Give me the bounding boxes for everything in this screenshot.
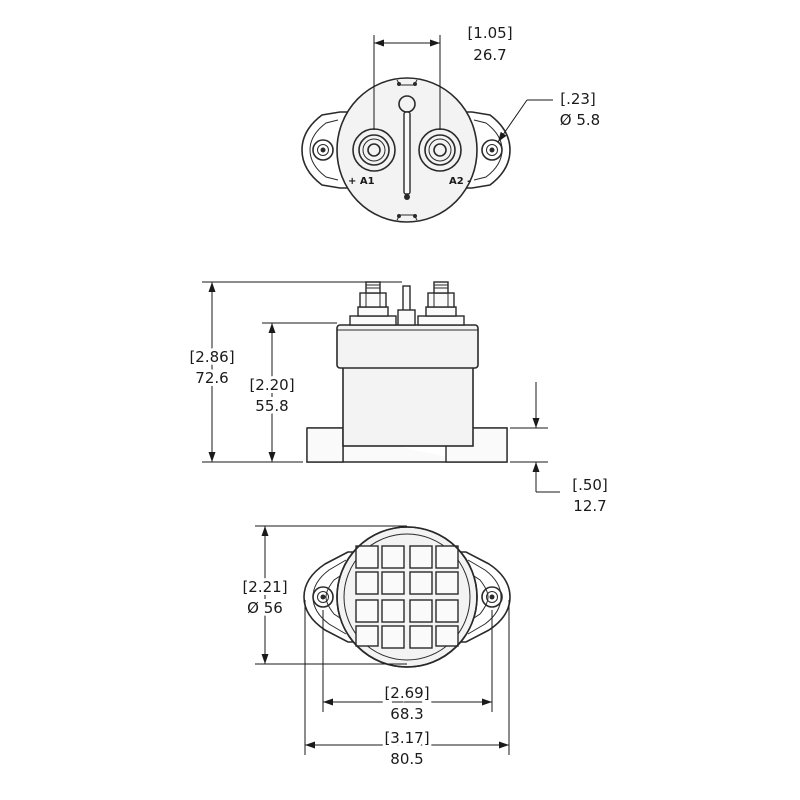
side-view-cap bbox=[336, 324, 479, 369]
hole-spacing-inch: [2.69] bbox=[384, 684, 429, 702]
top-right-mount-hole bbox=[481, 139, 503, 161]
dimension-terminal-spacing: [1.05] 26.7 bbox=[373, 24, 513, 130]
bottom-grid bbox=[355, 545, 459, 649]
dimension-overall-width: [3.17] 80.5 bbox=[304, 600, 510, 771]
body-height-mm: 55.8 bbox=[255, 397, 288, 415]
flange-height-inch: [.50] bbox=[572, 476, 608, 494]
mount-hole-mm: Ø 5.8 bbox=[560, 111, 600, 129]
overall-height-mm: 72.6 bbox=[195, 369, 228, 387]
dimension-mount-hole: [.23] Ø 5.8 bbox=[497, 90, 600, 143]
overall-width-mm: 80.5 bbox=[390, 750, 423, 768]
hole-spacing-mm: 68.3 bbox=[390, 705, 423, 723]
top-left-mount-hole bbox=[312, 139, 334, 161]
bottom-view-flange bbox=[303, 551, 511, 643]
terminal-label-a2: A2 - bbox=[449, 176, 471, 187]
terminal-spacing-mm: 26.7 bbox=[473, 46, 506, 64]
body-diameter-mm: Ø 56 bbox=[247, 599, 283, 617]
dimension-hole-spacing: [2.69] 68.3 bbox=[322, 610, 493, 726]
flange-height-mm: 12.7 bbox=[573, 497, 606, 515]
dimension-body-diameter: [2.21] Ø 56 bbox=[239, 525, 407, 665]
overall-width-inch: [3.17] bbox=[384, 729, 429, 747]
coil-tab bbox=[398, 95, 416, 200]
side-view-can bbox=[342, 365, 474, 447]
overall-height-inch: [2.86] bbox=[189, 348, 234, 366]
dimension-overall-height: [2.86] 72.6 bbox=[186, 281, 402, 463]
bottom-right-mount-hole bbox=[481, 586, 503, 608]
bottom-left-mount-hole bbox=[312, 586, 334, 608]
side-view: [2.86] 72.6 [2.20] 55.8 [.50] 12.7 bbox=[186, 281, 608, 515]
terminal-label-a1: + A1 bbox=[348, 176, 375, 187]
side-terminal-right bbox=[417, 281, 465, 326]
body-diameter-inch: [2.21] bbox=[242, 578, 287, 596]
dimension-body-height: [2.20] 55.8 bbox=[246, 322, 337, 462]
side-terminal-left bbox=[349, 281, 397, 326]
body-height-inch: [2.20] bbox=[249, 376, 294, 394]
mount-hole-inch: [.23] bbox=[560, 90, 596, 108]
bottom-view: [2.21] Ø 56 [2.69] 68.3 [3.17] 80.5 bbox=[239, 525, 511, 771]
top-view: + A1 A2 - [1.05] 26.7 [.23] Ø 5.8 bbox=[301, 24, 600, 223]
terminal-spacing-inch: [1.05] bbox=[467, 24, 512, 42]
side-coil-tab bbox=[397, 285, 416, 326]
dimension-flange-height: [.50] 12.7 bbox=[510, 382, 608, 515]
